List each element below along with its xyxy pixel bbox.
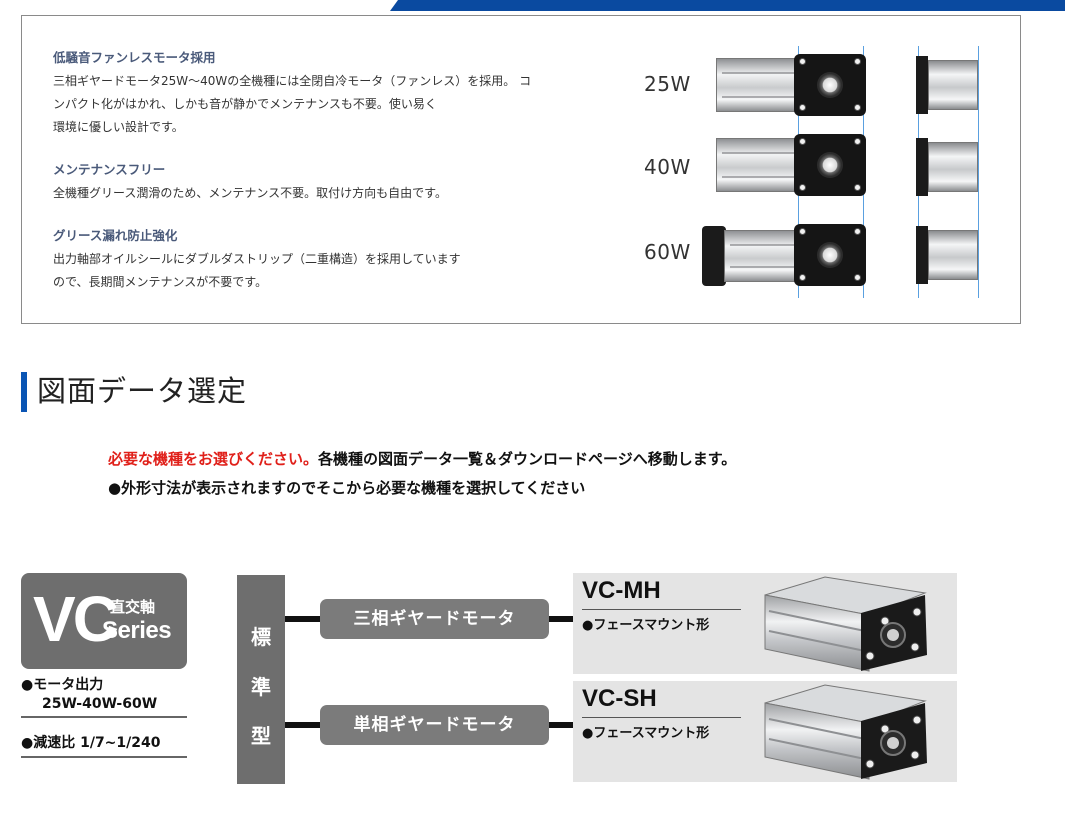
motor-60w-side-image bbox=[916, 224, 980, 288]
vc-series-type: 直交軸 bbox=[110, 598, 156, 616]
product-name-underline bbox=[582, 609, 741, 610]
product-mount-type: ●フェースマウント形 bbox=[582, 618, 710, 633]
motor-vc-mh-image bbox=[764, 576, 927, 672]
feature-line: 全機種グリース潤滑のため、メンテナンス不要。取付け方向も自由です。 bbox=[53, 186, 447, 200]
spec-output-value: 25W-40W-60W bbox=[42, 696, 158, 712]
header-accent-bar bbox=[390, 0, 1065, 11]
feature-line: 出力軸部オイルシールにダブルダストリップ（二重構造）を採用しています bbox=[53, 252, 461, 266]
spec-divider bbox=[21, 716, 187, 718]
spec-output-label: ●モータ出力 bbox=[21, 677, 104, 693]
feature-line: ンパクト化がはかれ、しかも音が静かでメンテナンスも不要。使い易く bbox=[53, 97, 437, 111]
standard-type-box: 標 準 型 bbox=[237, 575, 285, 784]
wattage-label-25w: 25W bbox=[644, 72, 691, 96]
feature-line: 三相ギヤードモータ25W～40Wの全機種には全閉自冷モータ（ファンレス）を採用。… bbox=[53, 74, 532, 88]
motor-40w-image bbox=[716, 134, 868, 198]
feature-title: メンテナンスフリー bbox=[53, 162, 166, 177]
feature-low-noise: 低騒音ファンレスモータ採用 三相ギヤードモータ25W～40Wの全機種には全閉自冷… bbox=[53, 50, 613, 139]
notice-red-text: 必要な機種をお選びください。 bbox=[108, 450, 319, 468]
standard-char: 標 bbox=[251, 625, 271, 649]
product-card-vc-sh[interactable]: VC-SH ●フェースマウント形 bbox=[573, 681, 957, 782]
vc-series-logo: VC bbox=[33, 583, 119, 655]
notice-line-2: ●外形寸法が表示されますのでそこから必要な機種を選択してください bbox=[108, 479, 586, 497]
motor-25w-side-image bbox=[916, 54, 980, 118]
vc-series-word: Series bbox=[102, 617, 172, 644]
product-mount-type: ●フェースマウント形 bbox=[582, 726, 710, 741]
spec-reduction-ratio: ●減速比 1/7~1/240 bbox=[21, 735, 161, 751]
feature-box: 低騒音ファンレスモータ採用 三相ギヤードモータ25W～40Wの全機種には全閉自冷… bbox=[21, 15, 1021, 324]
feature-grease-leak: グリース漏れ防止強化 出力軸部オイルシールにダブルダストリップ（二重構造）を採用… bbox=[53, 228, 613, 294]
notice-text: 各機種の図面データ一覧＆ダウンロードページへ移動します。 bbox=[318, 450, 737, 468]
wattage-label-40w: 40W bbox=[644, 155, 691, 179]
product-name[interactable]: VC-SH bbox=[582, 685, 657, 712]
wattage-label-60w: 60W bbox=[644, 240, 691, 264]
connector-line bbox=[285, 616, 321, 622]
single-phase-motor-button[interactable]: 単相ギヤードモータ bbox=[320, 705, 549, 745]
connector-line bbox=[285, 722, 321, 728]
feature-body: 全機種グリース潤滑のため、メンテナンス不要。取付け方向も自由です。 bbox=[53, 182, 613, 205]
standard-char: 準 bbox=[251, 675, 271, 699]
feature-maintenance-free: メンテナンスフリー 全機種グリース潤滑のため、メンテナンス不要。取付け方向も自由… bbox=[53, 162, 613, 205]
product-name[interactable]: VC-MH bbox=[582, 577, 661, 604]
feature-title: グリース漏れ防止強化 bbox=[53, 228, 178, 243]
guide-line bbox=[978, 46, 979, 298]
motor-25w-image bbox=[716, 54, 868, 118]
spec-divider bbox=[21, 756, 187, 758]
connector-line bbox=[548, 616, 574, 622]
feature-body: 三相ギヤードモータ25W～40Wの全機種には全閉自冷モータ（ファンレス）を採用。… bbox=[53, 70, 613, 139]
motor-vc-sh-image bbox=[764, 684, 927, 780]
vc-series-badge: VC 直交軸 Series bbox=[21, 573, 187, 669]
three-phase-motor-button[interactable]: 三相ギヤードモータ bbox=[320, 599, 549, 639]
feature-line: ので、長期間メンテナンスが不要です。 bbox=[53, 275, 268, 289]
product-card-vc-mh[interactable]: VC-MH ●フェースマウント形 bbox=[573, 573, 957, 674]
motor-60w-image bbox=[702, 224, 868, 288]
connector-line bbox=[548, 722, 574, 728]
standard-char: 型 bbox=[251, 724, 271, 748]
notice-line-1: 必要な機種をお選びください。各機種の図面データ一覧＆ダウンロードページへ移動しま… bbox=[108, 448, 736, 470]
section-heading-bar bbox=[21, 372, 27, 412]
product-name-underline bbox=[582, 717, 741, 718]
feature-title: 低騒音ファンレスモータ採用 bbox=[53, 50, 216, 65]
section-title: 図面データ選定 bbox=[37, 374, 248, 408]
motor-40w-side-image bbox=[916, 136, 980, 200]
feature-line: 環境に優しい設計です。 bbox=[53, 120, 184, 134]
feature-body: 出力軸部オイルシールにダブルダストリップ（二重構造）を採用しています ので、長期… bbox=[53, 248, 613, 294]
